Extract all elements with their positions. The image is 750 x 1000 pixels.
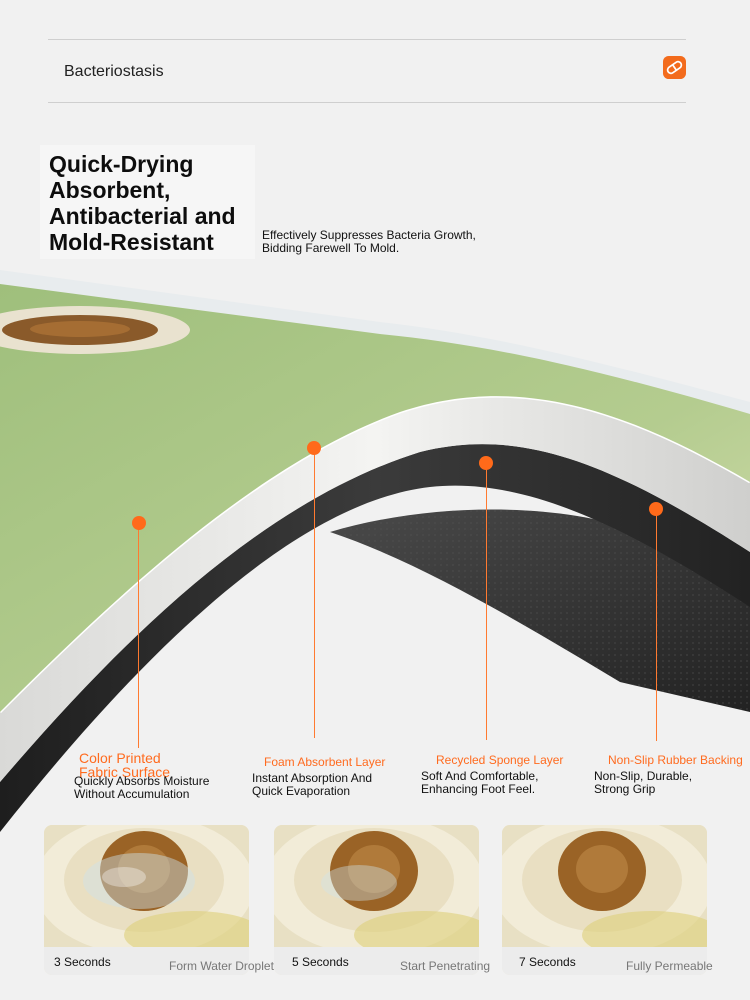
stage-image — [502, 825, 707, 947]
stage-time: 7 Seconds — [519, 955, 576, 969]
stage-caption: Form Water Droplets — [169, 959, 280, 973]
capsule-icon — [663, 56, 686, 79]
feature-label: Bacteriostasis — [64, 63, 164, 80]
subtitle: Effectively Suppresses Bacteria Growth, … — [262, 229, 512, 255]
stage-image — [274, 825, 479, 947]
layer-description: Non-Slip, Durable, Strong Grip — [594, 770, 743, 796]
fabric-surface — [0, 282, 750, 712]
layer-description: Soft And Comfortable, Enhancing Foot Fee… — [421, 770, 563, 796]
recycled-sponge-layer — [0, 444, 750, 832]
marker-dot — [479, 456, 493, 470]
layer-title-line: Color Printed — [79, 750, 161, 766]
title-line: Absorbent, — [49, 177, 171, 203]
top-divider — [48, 39, 686, 40]
layer-foam: Foam Absorbent Layer Instant Absorption … — [252, 756, 385, 798]
page-title: Quick-Drying Absorbent, Antibacterial an… — [40, 145, 255, 259]
layer-title-line: Non-Slip Rubber Backing — [608, 753, 743, 767]
layer-title: Non-Slip Rubber Backing — [608, 754, 743, 767]
layer-desc-line: Non-Slip, Durable, — [594, 769, 693, 783]
layer-desc-line: Quick Evaporation — [252, 784, 351, 798]
marker-dot — [307, 441, 321, 455]
layer-title: Foam Absorbent Layer — [264, 756, 385, 769]
mat-layer-illustration — [0, 270, 750, 832]
title-line: Antibacterial and — [49, 203, 236, 229]
subtitle-line: Bidding Farewell To Mold. — [262, 241, 400, 255]
stage-footer: 7 Seconds — [502, 947, 707, 975]
leader-line — [138, 523, 139, 748]
stage-footer: 5 Seconds — [274, 947, 479, 975]
layer-desc-line: Instant Absorption And — [252, 771, 373, 785]
title-line: Mold-Resistant — [49, 229, 214, 255]
stage-caption: Fully Permeable — [626, 959, 713, 973]
leader-line — [656, 509, 657, 741]
layer-desc-line: Without Accumulation — [74, 787, 190, 801]
layer-desc-line: Enhancing Foot Feel. — [421, 782, 536, 796]
foam-absorbent-layer — [0, 396, 750, 782]
layer-title: Color Printed Fabric Surface — [79, 751, 209, 779]
stage-caption: Start Penetrating — [400, 959, 491, 973]
layer-title: Recycled Sponge Layer — [436, 754, 563, 767]
bottom-divider — [48, 102, 686, 103]
stage-card: 7 Seconds — [502, 825, 707, 975]
marker-dot — [649, 502, 663, 516]
stage-card: 5 Seconds — [274, 825, 479, 975]
layer-desc-line: Strong Grip — [594, 782, 656, 796]
stage-card: 3 Seconds — [44, 825, 249, 975]
layer-desc-line: Quickly Absorbs Moisture — [74, 774, 210, 788]
stage-time: 5 Seconds — [292, 955, 349, 969]
layer-desc-line: Soft And Comfortable, — [421, 769, 539, 783]
stage-image — [44, 825, 249, 947]
layer-sponge: Recycled Sponge Layer Soft And Comfortab… — [421, 754, 563, 796]
subtitle-line: Effectively Suppresses Bacteria Growth, — [262, 228, 476, 242]
title-line: Quick-Drying — [49, 151, 194, 177]
stage-footer: 3 Seconds — [44, 947, 249, 975]
layer-rubber-backing: Non-Slip Rubber Backing Non-Slip, Durabl… — [594, 754, 743, 796]
layer-description: Quickly Absorbs Moisture Without Accumul… — [74, 775, 209, 801]
leader-line — [314, 448, 315, 738]
leader-line — [486, 463, 487, 740]
layer-title-line: Recycled Sponge Layer — [436, 753, 564, 767]
layer-title-line: Foam Absorbent Layer — [264, 755, 386, 769]
layer-description: Instant Absorption And Quick Evaporation — [252, 772, 385, 798]
layer-fabric-surface: Color Printed Fabric Surface Quickly Abs… — [74, 751, 209, 801]
marker-dot — [132, 516, 146, 530]
stage-time: 3 Seconds — [54, 955, 111, 969]
layer-title-line: Fabric Surface — [79, 764, 171, 780]
